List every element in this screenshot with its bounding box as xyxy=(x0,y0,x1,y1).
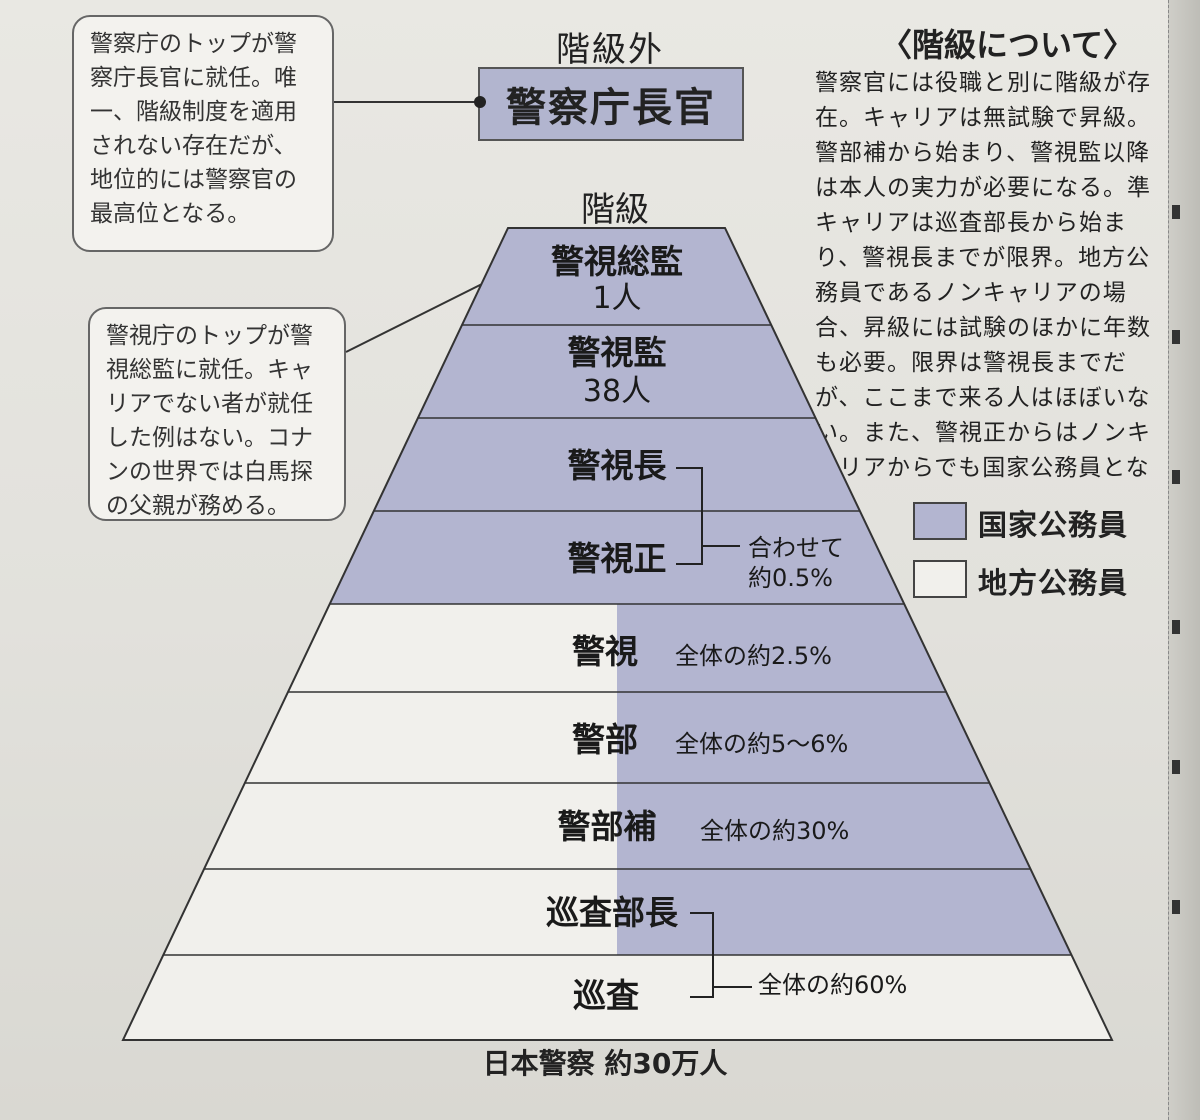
bracket-lower xyxy=(690,912,752,998)
local-base-block xyxy=(617,955,1112,1040)
tier-name: 警視監 xyxy=(568,333,667,372)
legend-swatch-local xyxy=(913,560,967,598)
national-tier-block xyxy=(329,228,905,604)
bracket-upper xyxy=(676,467,740,565)
tier-share: 全体の約5～6% xyxy=(675,730,848,758)
tier-name: 巡査部長 xyxy=(546,893,679,932)
page-edge-mark xyxy=(1172,620,1180,634)
tier-name: 警視 xyxy=(572,632,638,671)
tier-name: 警視正 xyxy=(568,539,667,578)
page-edge-mark xyxy=(1172,900,1180,914)
page-edge-mark xyxy=(1172,330,1180,344)
sidebar-body: 警察官には役職と別に階級が存在。キャリアは無試験で昇級。警部補から始まり、警視監… xyxy=(815,70,1151,516)
page-edge-mark xyxy=(1172,760,1180,774)
rank-label: 階級 xyxy=(581,190,649,230)
pyramid-outline xyxy=(121,227,1114,1041)
commissioner-general-title: 警察庁長官 xyxy=(506,85,716,131)
local-tier-block xyxy=(123,604,617,1040)
tier-name: 警視総監 xyxy=(551,242,683,281)
note-commissioner-general: 警察庁のトップが警察庁長官に就任。唯一、階級制度を適用されない存在だが、地位的に… xyxy=(72,15,334,252)
bracket-lower-text: 全体の約60% xyxy=(758,971,907,999)
legend-label-national: 国家公務員 xyxy=(978,508,1129,542)
bracket-upper-line2: 約0.5% xyxy=(748,564,833,592)
tier-name: 警視長 xyxy=(568,446,668,485)
tier-name: 巡査 xyxy=(573,976,639,1015)
tier-name: 警部補 xyxy=(558,807,657,846)
bracket-upper-line1: 合わせて xyxy=(748,534,844,562)
tier-name: 警部 xyxy=(572,720,638,759)
tier-share: 全体の約30% xyxy=(700,817,849,845)
tier-count: 38人 xyxy=(583,374,651,409)
footer-caption: 日本警察 約30万人 xyxy=(482,1047,728,1080)
sidebar-title: 〈階級について〉 xyxy=(880,26,1136,64)
legend-label-local: 地方公務員 xyxy=(978,566,1129,600)
page-edge-mark xyxy=(1172,470,1180,484)
tier-share: 全体の約2.5% xyxy=(675,642,832,670)
note-superintendent-general: 警視庁のトップが警視総監に就任。キャリアでない者が就任した例はない。コナンの世界… xyxy=(88,307,346,521)
page-edge-mark xyxy=(1172,205,1180,219)
connector-line-second xyxy=(345,274,501,353)
outside-rank-label: 階級外 xyxy=(556,30,664,70)
connector-dot-top xyxy=(474,96,486,108)
tier-count: 1人 xyxy=(592,281,641,316)
page-edge xyxy=(1168,0,1200,1120)
legend-swatch-national xyxy=(913,502,967,540)
